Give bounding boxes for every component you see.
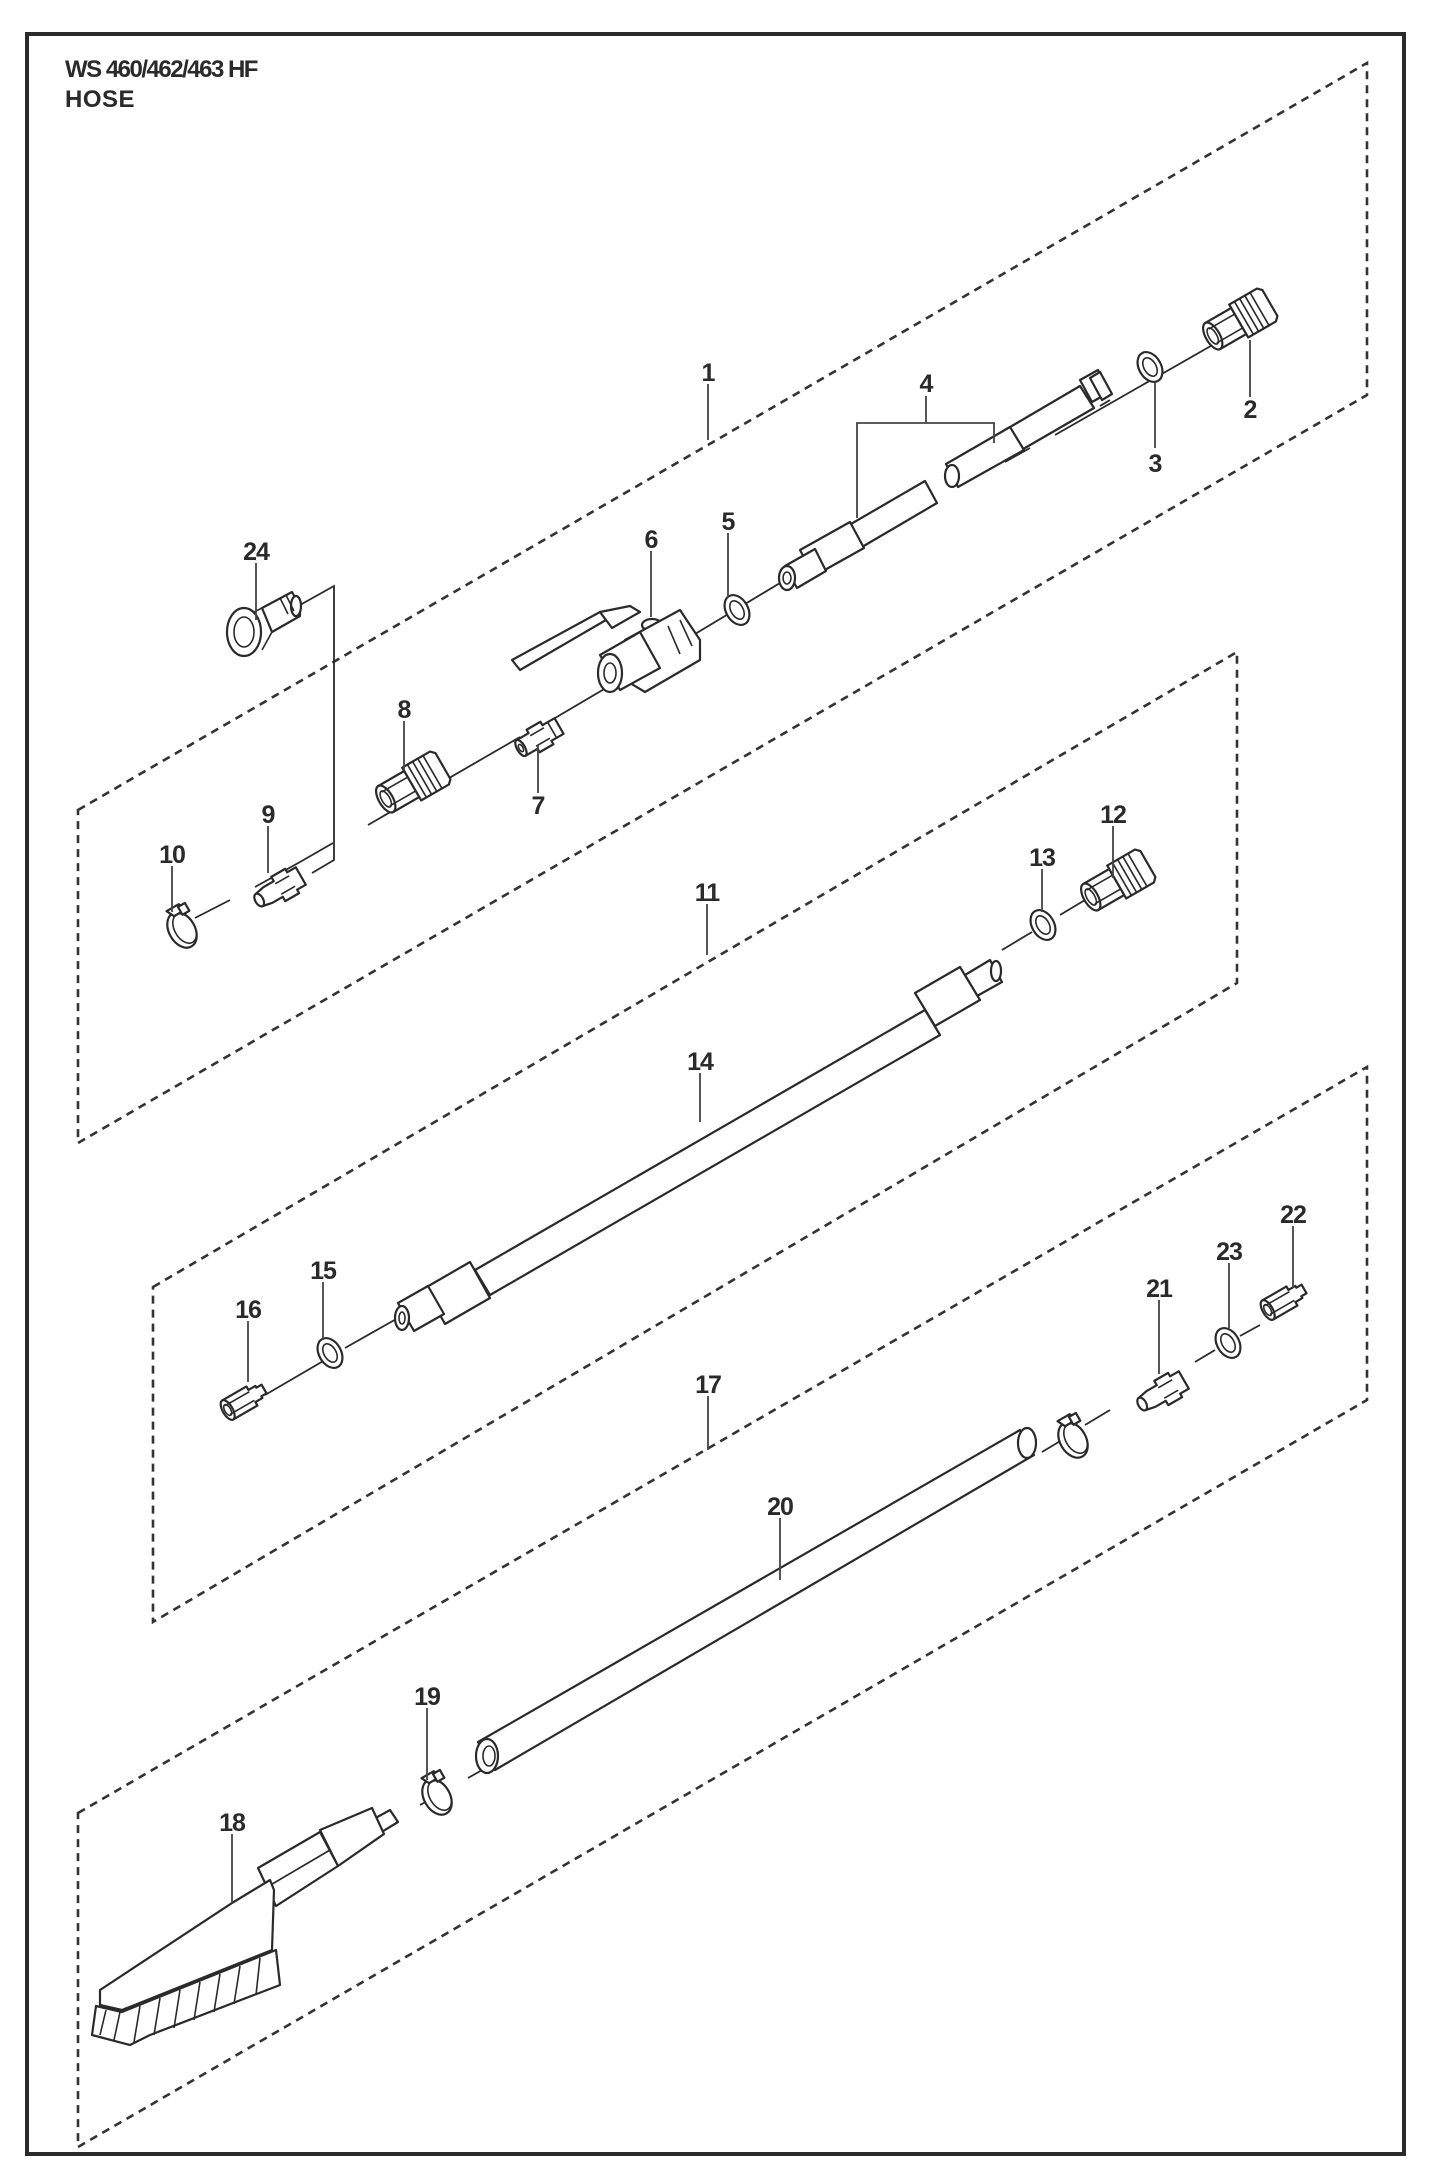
part-21-hose-nipple-icon[interactable] — [1130, 1366, 1192, 1420]
callout-17[interactable]: 17 — [695, 1371, 722, 1399]
part-16-coupling-plug-icon[interactable] — [216, 1378, 271, 1424]
callout-6[interactable]: 6 — [645, 526, 659, 554]
drawing-title: WS 460/462/463 HF HOSE — [65, 55, 258, 115]
callout-16[interactable]: 16 — [235, 1296, 262, 1324]
callout-1[interactable]: 1 — [702, 359, 717, 387]
callout-2[interactable]: 2 — [1244, 396, 1258, 424]
callout-14[interactable]: 14 — [687, 1048, 715, 1076]
section-title: HOSE — [65, 86, 136, 113]
callout-9[interactable]: 9 — [262, 801, 276, 829]
assembly-axis — [194, 334, 1231, 919]
callout-leaders — [171, 340, 1294, 1904]
part-15-washer-icon[interactable] — [311, 1332, 349, 1374]
callout-19[interactable]: 19 — [414, 1683, 441, 1711]
callout-4[interactable]: 4 — [920, 370, 935, 398]
part-4-hose-icon[interactable] — [777, 368, 1114, 592]
part-22-coupling-plug-icon[interactable] — [1256, 1278, 1311, 1324]
group-11-outline — [151, 649, 1239, 1625]
part-24-adapter-icon[interactable] — [225, 590, 303, 658]
group-11-parts — [216, 846, 1159, 1424]
part-9-hose-nipple-icon[interactable] — [247, 862, 309, 916]
callout-8[interactable]: 8 — [398, 696, 413, 724]
part-24-bracket — [299, 584, 335, 874]
drawing-frame — [25, 32, 1406, 2156]
callout-5[interactable]: 5 — [722, 508, 737, 536]
part-20-tube-icon[interactable] — [474, 1426, 1038, 1775]
callout-20[interactable]: 20 — [767, 1493, 794, 1521]
group-17-outline — [76, 1064, 1369, 2150]
model-title: WS 460/462/463 HF — [65, 56, 258, 83]
part-6-ball-valve-icon[interactable] — [510, 604, 702, 694]
group-1-parts — [157, 285, 1281, 955]
callout-18[interactable]: 18 — [219, 1809, 247, 1837]
part-2-coupling-icon[interactable] — [1196, 285, 1281, 358]
callout-24[interactable]: 24 — [243, 538, 271, 566]
part-13-washer-icon[interactable] — [1024, 904, 1062, 946]
callout-12[interactable]: 12 — [1100, 801, 1127, 829]
callout-13[interactable]: 13 — [1029, 844, 1056, 872]
assembly-axis-3 — [419, 1324, 1261, 1806]
callout-11[interactable]: 11 — [695, 879, 722, 907]
part-19-hose-clamp-icon[interactable] — [412, 1767, 462, 1822]
part-5-washer-icon[interactable] — [718, 589, 756, 631]
part-4-bracket — [856, 396, 995, 518]
part-10-hose-clamp-icon[interactable] — [157, 900, 207, 955]
callout-10[interactable]: 10 — [159, 841, 186, 869]
group-17-parts — [90, 1278, 1311, 2047]
callout-3[interactable]: 3 — [1149, 450, 1163, 478]
callout-15[interactable]: 15 — [310, 1257, 338, 1285]
part-14-hose-icon[interactable] — [393, 958, 1004, 1333]
part-3-washer-icon[interactable] — [1131, 346, 1169, 388]
part-23-washer-icon[interactable] — [1209, 1322, 1247, 1364]
part-12-coupling-icon[interactable] — [1074, 846, 1159, 919]
part-18-brush-icon[interactable] — [90, 1806, 400, 2047]
callout-7[interactable]: 7 — [532, 792, 546, 820]
group-1-outline — [76, 60, 1369, 1146]
callout-21[interactable]: 21 — [1146, 1275, 1174, 1303]
part-21-clamp-icon[interactable] — [1048, 1410, 1098, 1465]
callout-23[interactable]: 23 — [1216, 1238, 1243, 1266]
assembly-axis-2 — [264, 899, 1086, 1396]
part-8-coupling-icon[interactable] — [369, 748, 454, 821]
callout-22[interactable]: 22 — [1280, 1201, 1307, 1229]
